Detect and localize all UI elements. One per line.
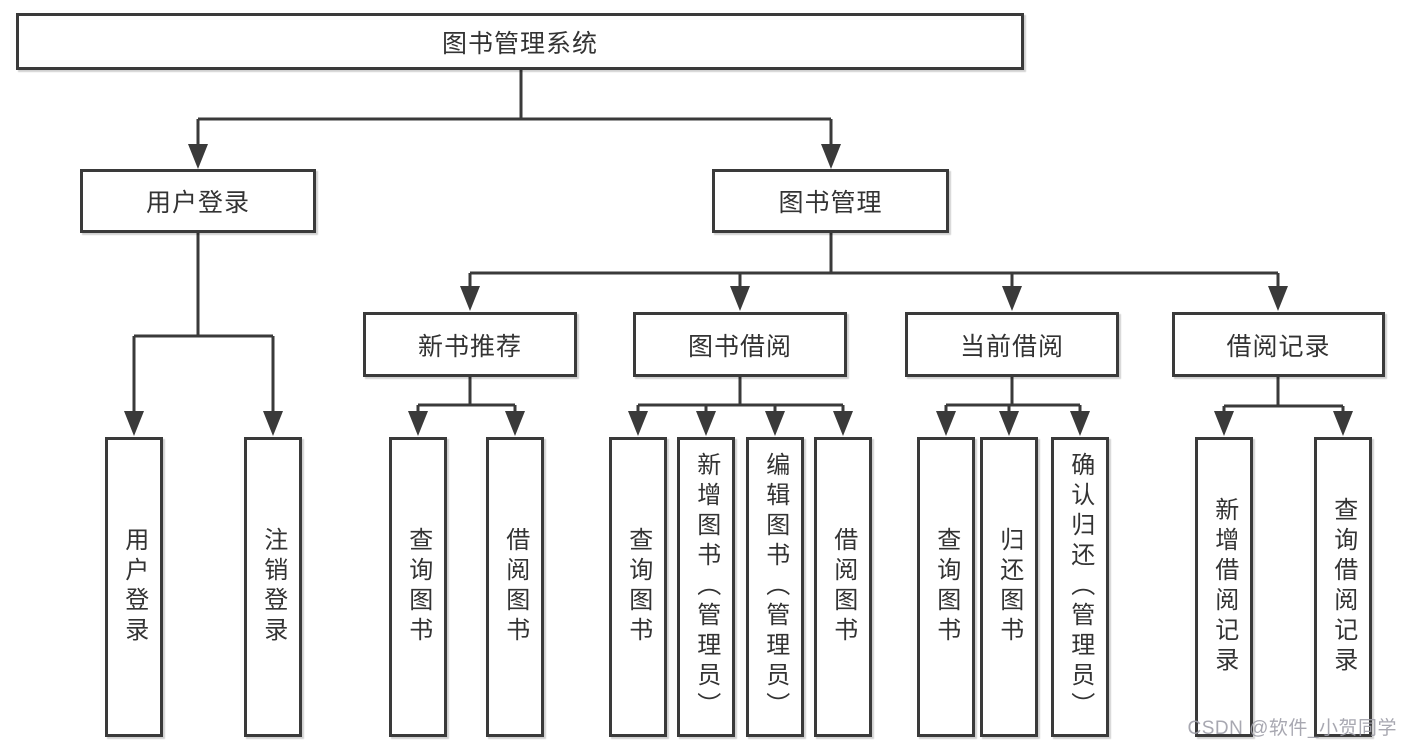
arrow-down-icon: [1070, 411, 1090, 436]
node-user-login-label: 用户登录: [145, 189, 250, 217]
leaf-confirm-return-admin: 确认归还（管理员）: [1051, 437, 1109, 737]
arrow-down-icon: [1268, 286, 1288, 311]
leaf-query-borrow-record: 查询借阅记录: [1314, 437, 1372, 737]
leaf-add-borrow-record: 新增借阅记录: [1195, 437, 1253, 737]
arrow-down-icon: [460, 286, 480, 311]
csdn-watermark: CSDN @软件_小贺同学: [1187, 718, 1397, 739]
leaf-query-borrow-record-label: 查询借阅记录: [1329, 497, 1357, 677]
leaf-edit-book-admin-label: 编辑图书（管理员）: [761, 452, 789, 722]
arrow-down-icon: [730, 286, 750, 311]
node-root: 图书管理系统: [16, 13, 1024, 70]
node-book-management: 图书管理: [712, 169, 949, 233]
arrow-down-icon: [505, 411, 525, 436]
leaf-add-borrow-record-label: 新增借阅记录: [1210, 497, 1238, 677]
arrow-down-icon: [765, 411, 785, 436]
leaf-logout: 注销登录: [244, 437, 302, 737]
leaf-borrow-book: 借阅图书: [814, 437, 872, 737]
arrow-down-icon: [1214, 411, 1234, 436]
arrow-down-icon: [1333, 411, 1353, 436]
arrow-down-icon: [999, 411, 1019, 436]
connector-bookborrow-to-leaves: [636, 376, 845, 414]
arrow-down-icon: [188, 144, 208, 169]
leaf-return-book: 归还图书: [980, 437, 1038, 737]
connector-userlogin-to-leaves: [132, 232, 275, 414]
arrow-down-icon: [696, 411, 716, 436]
leaf-query-book-current-label: 查询图书: [932, 527, 960, 647]
node-borrow-records-label: 借阅记录: [1226, 332, 1331, 361]
arrow-down-icon: [124, 411, 144, 436]
arrow-down-icon: [628, 411, 648, 436]
connector-records-to-leaves: [1222, 376, 1345, 414]
arrow-down-icon: [936, 411, 956, 436]
connector-newbook-to-leaves: [416, 376, 517, 414]
node-book-borrow-label: 图书借阅: [687, 332, 792, 361]
node-borrow-records: 借阅记录: [1172, 312, 1385, 377]
node-new-book-recommend: 新书推荐: [363, 312, 577, 377]
leaf-query-book-borrow-label: 查询图书: [624, 527, 652, 647]
node-user-login: 用户登录: [80, 169, 316, 233]
arrow-down-icon: [821, 144, 841, 169]
node-current-borrow: 当前借阅: [905, 312, 1119, 377]
leaf-edit-book-admin: 编辑图书（管理员）: [746, 437, 804, 737]
arrow-down-icon: [1002, 286, 1022, 311]
leaf-user-login-label: 用户登录: [120, 527, 148, 647]
node-new-book-recommend-label: 新书推荐: [417, 332, 522, 361]
node-current-borrow-label: 当前借阅: [959, 332, 1064, 361]
node-root-label: 图书管理系统: [441, 29, 598, 58]
leaf-query-book-recommend-label: 查询图书: [404, 527, 432, 647]
leaf-user-login: 用户登录: [105, 437, 163, 737]
node-book-borrow: 图书借阅: [633, 312, 847, 377]
leaf-return-book-label: 归还图书: [995, 527, 1023, 647]
leaf-query-book-recommend: 查询图书: [389, 437, 447, 737]
leaf-logout-label: 注销登录: [259, 527, 287, 647]
leaf-query-book-borrow: 查询图书: [609, 437, 667, 737]
leaf-confirm-return-admin-label: 确认归还（管理员）: [1066, 452, 1094, 722]
connector-root-to-level2: [196, 69, 833, 148]
node-book-management-label: 图书管理: [778, 189, 883, 217]
leaf-add-book-admin: 新增图书（管理员）: [677, 437, 735, 737]
connector-currentborrow-to-leaves: [944, 376, 1082, 414]
arrow-down-icon: [408, 411, 428, 436]
arrow-down-icon: [833, 411, 853, 436]
connector-bookmgmt-to-level3: [468, 232, 1280, 290]
leaf-query-book-current: 查询图书: [917, 437, 975, 737]
leaf-borrow-book-recommend-label: 借阅图书: [501, 527, 529, 647]
arrow-down-icon: [263, 411, 283, 436]
leaf-borrow-book-label: 借阅图书: [829, 527, 857, 647]
leaf-add-book-admin-label: 新增图书（管理员）: [692, 452, 720, 722]
leaf-borrow-book-recommend: 借阅图书: [486, 437, 544, 737]
